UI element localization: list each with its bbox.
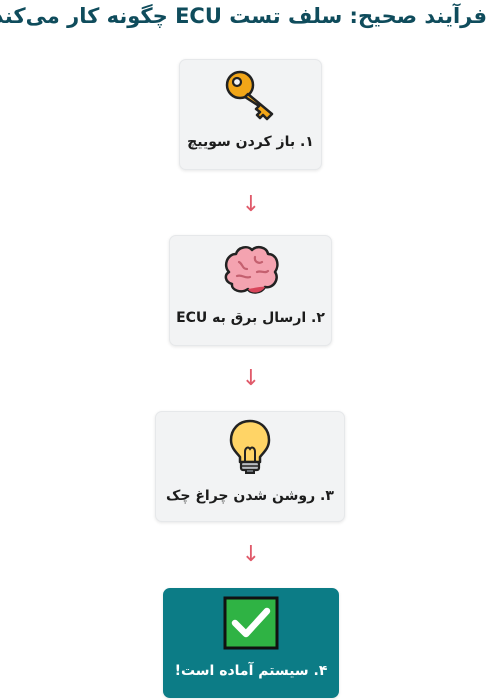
arrow-down-icon: ↓ (241, 366, 261, 391)
step-2-box: ۲. ارسال برق به ECU (169, 235, 332, 346)
step-1-label: ۱. باز کردن سوییچ (187, 134, 314, 150)
step-2-label: ۲. ارسال برق به ECU (176, 310, 325, 326)
step-4-label: ۴. سیستم آماده است! (174, 663, 328, 679)
step-3-label: ۳. روشن شدن چراغ چک (166, 488, 334, 504)
light-bulb-icon (226, 418, 274, 480)
brain-icon (221, 242, 281, 302)
arrow-down-icon: ↓ (241, 542, 261, 567)
step-4-box: ۴. سیستم آماده است! (163, 588, 339, 698)
step-3-box: ۳. روشن شدن چراغ چک (155, 411, 345, 522)
step-1-box: ۱. باز کردن سوییچ (179, 59, 322, 170)
check-mark-icon (222, 595, 280, 655)
key-icon (223, 66, 279, 126)
arrow-down-icon: ↓ (241, 192, 261, 217)
page-title: فرآیند صحیح: سلف تست ECU چگونه کار می‌کن… (0, 4, 487, 28)
